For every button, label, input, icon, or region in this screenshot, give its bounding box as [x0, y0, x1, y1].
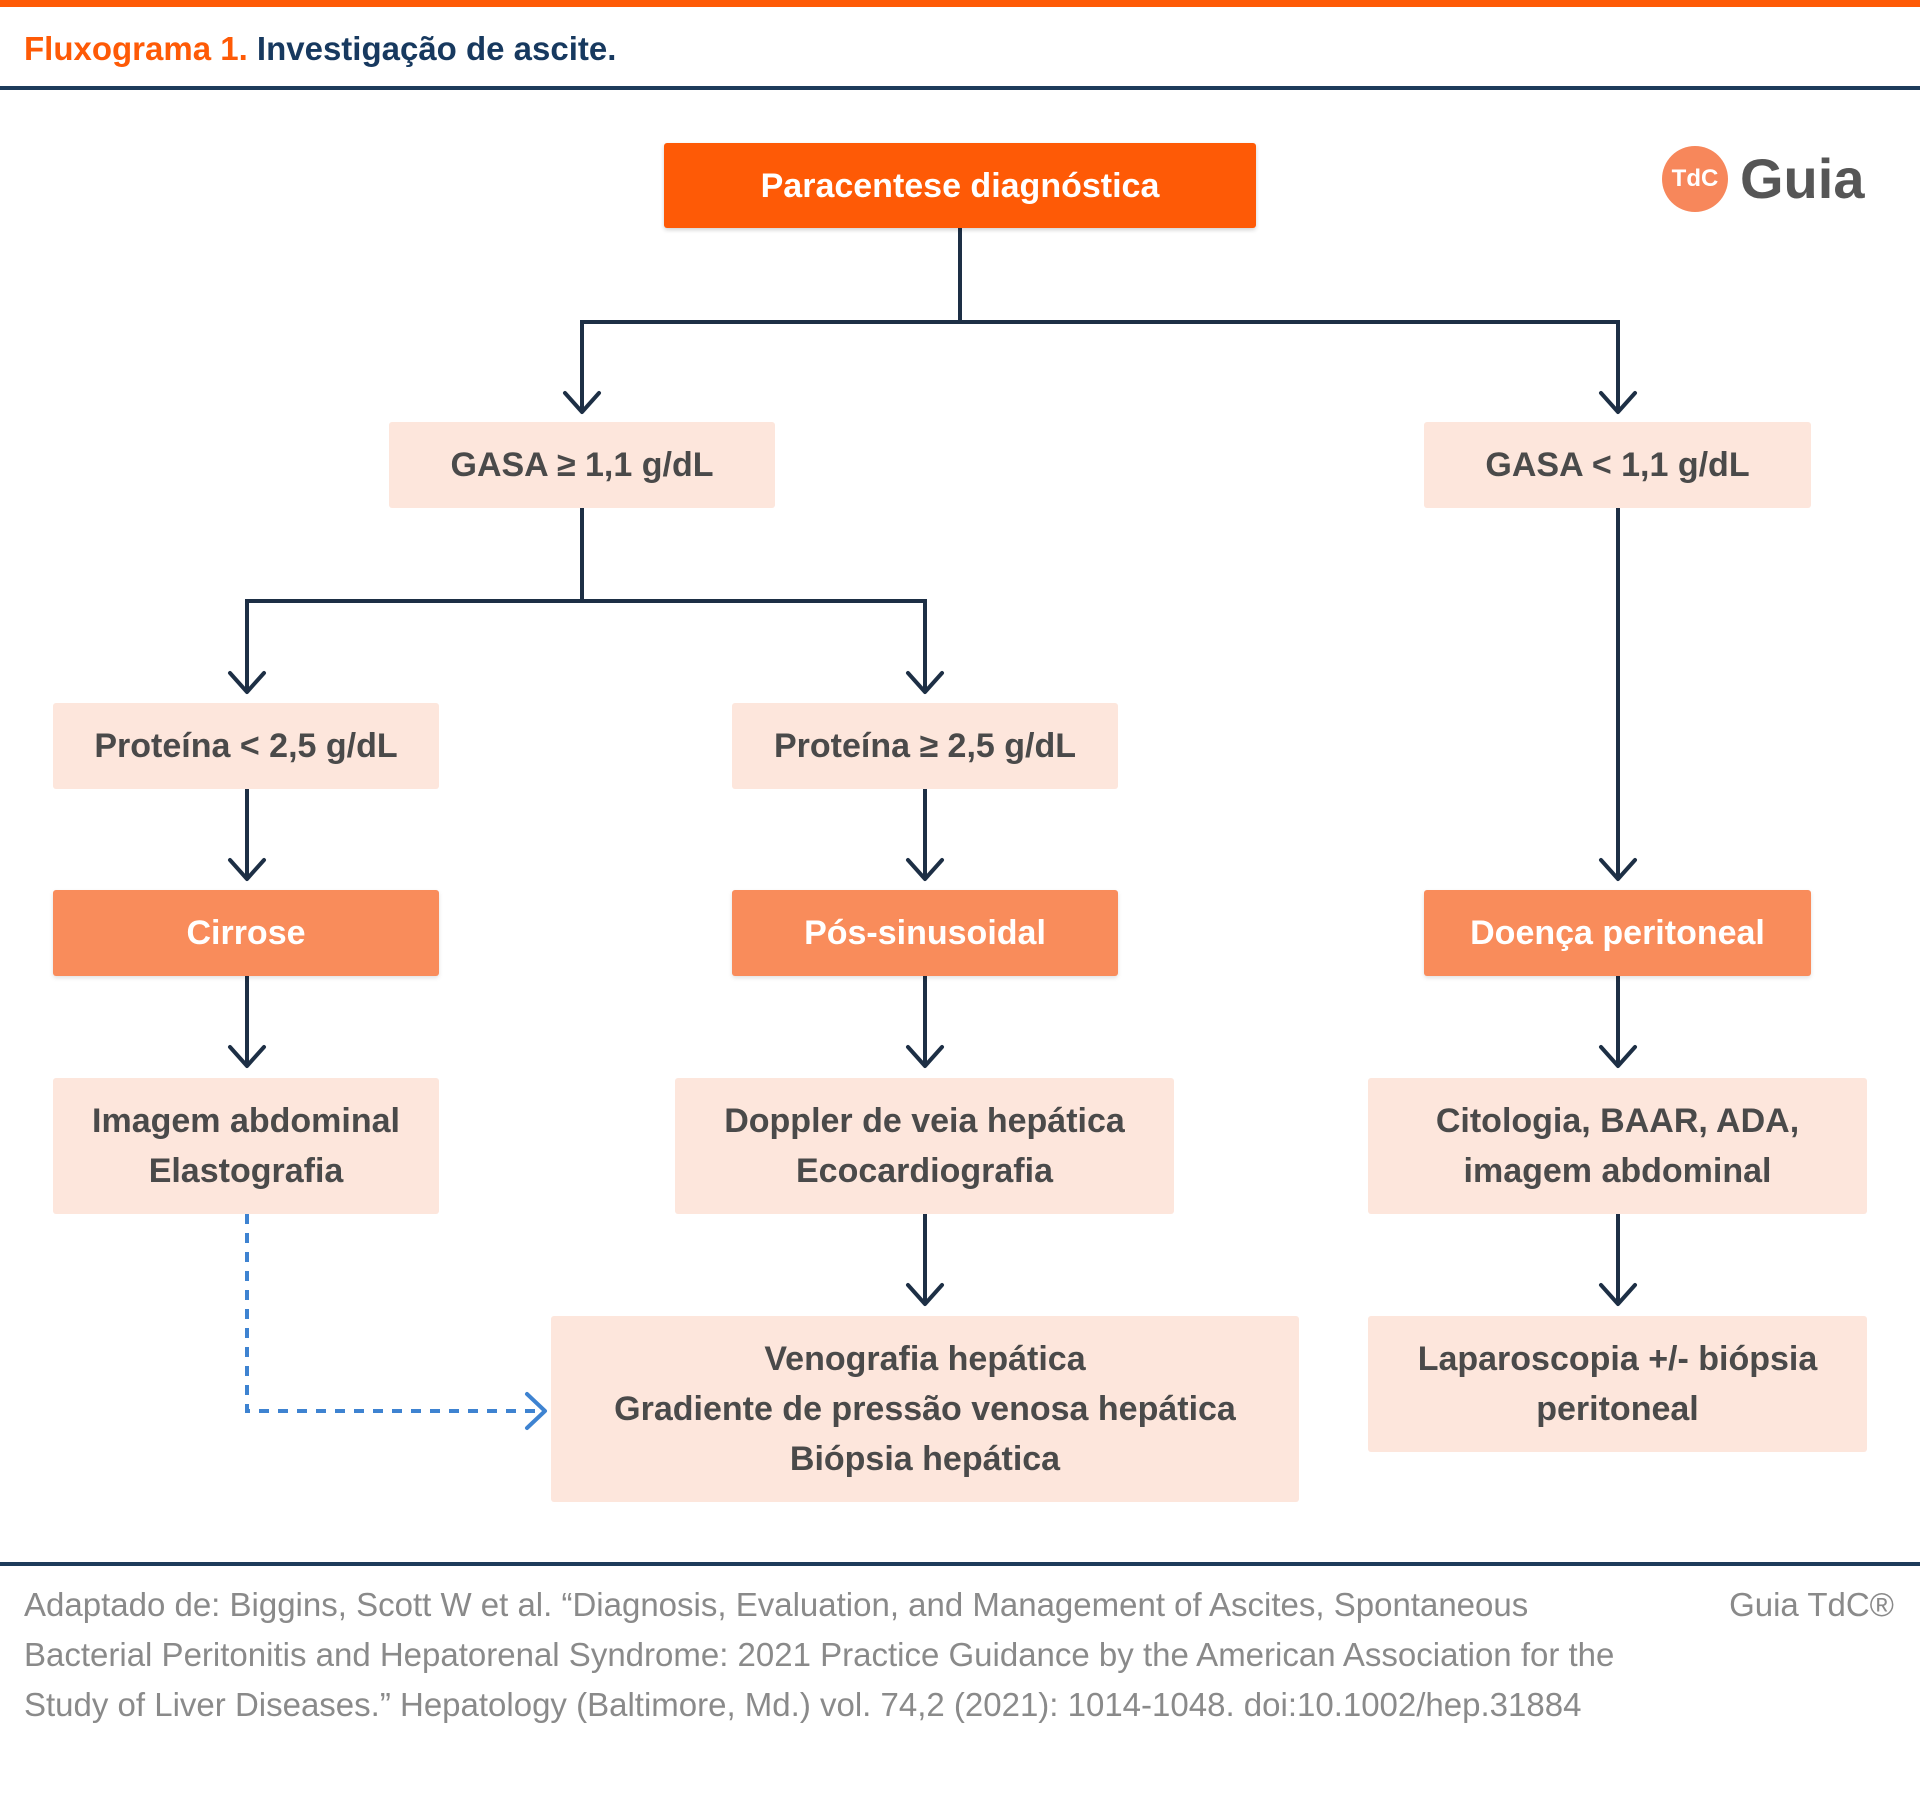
- edge-paracentese-gasa-high: [580, 228, 962, 410]
- node-label: GASA ≥ 1,1 g/dL: [450, 446, 714, 484]
- arrowhead: [906, 858, 944, 881]
- edge-paracentese-gasa-low: [960, 320, 1620, 410]
- footer-divider: [0, 1562, 1920, 1566]
- node-proteina-low: Proteína < 2,5 g/dL: [53, 703, 439, 789]
- node-label: Doença peritoneal: [1470, 914, 1765, 952]
- figure-title-text: Investigação de ascite.: [256, 30, 617, 67]
- arrowhead: [1599, 1283, 1637, 1306]
- footer-brand: Guia TdC®: [1729, 1586, 1894, 1623]
- arrowhead-dashed: [525, 1392, 547, 1430]
- edge-imagem-venografia-dashed: [245, 1214, 540, 1413]
- node-label-line: Doppler de veia hepática: [724, 1102, 1125, 1140]
- node-label: Proteína < 2,5 g/dL: [94, 727, 398, 765]
- arrowhead: [228, 1045, 266, 1068]
- node-label-line: Gradiente de pressão venosa hepática: [614, 1390, 1236, 1428]
- node-doppler: Doppler de veia hepática Ecocardiografia: [675, 1078, 1174, 1214]
- arrowhead: [1599, 1045, 1637, 1068]
- arrowhead: [906, 1045, 944, 1068]
- node-cirrose: Cirrose: [53, 890, 439, 976]
- node-label-line: Venografia hepática: [764, 1340, 1086, 1378]
- header-divider: [0, 86, 1920, 90]
- guia-tdc-logo: TdC Guia: [1662, 144, 1872, 214]
- node-label-line: Citologia, BAAR, ADA,: [1435, 1102, 1800, 1140]
- node-label-line: Elastografia: [148, 1152, 344, 1190]
- tdc-badge-icon: TdC: [1662, 146, 1728, 212]
- node-label: GASA < 1,1 g/dL: [1485, 446, 1750, 484]
- top-accent-bar: [0, 0, 1920, 7]
- arrowhead: [1599, 391, 1637, 414]
- node-laparoscopia: Laparoscopia +/- biópsia peritoneal: [1368, 1316, 1867, 1452]
- edge-gasa-high-protein-low: [245, 508, 584, 690]
- node-pos-sinusoidal: Pós-sinusoidal: [732, 890, 1118, 976]
- node-doenca-peritoneal: Doença peritoneal: [1424, 890, 1811, 976]
- arrowhead: [228, 858, 266, 881]
- arrowhead: [906, 1283, 944, 1306]
- node-label: Paracentese diagnóstica: [760, 166, 1160, 205]
- logo-wordmark: Guia: [1740, 147, 1865, 210]
- node-paracentese-diagnostica: Paracentese diagnóstica: [664, 143, 1256, 228]
- node-label-line: Biópsia hepática: [789, 1440, 1061, 1478]
- arrowhead: [228, 671, 266, 694]
- arrowhead: [906, 671, 944, 694]
- flowchart: Paracentese diagnóstica GASA ≥ 1,1 g/dL …: [53, 143, 1867, 1502]
- arrowhead: [1599, 858, 1637, 881]
- node-citologia: Citologia, BAAR, ADA, imagem abdominal: [1368, 1078, 1867, 1214]
- node-label-line: peritoneal: [1536, 1390, 1699, 1428]
- node-label: Pós-sinusoidal: [804, 914, 1046, 952]
- node-label-line: Imagem abdominal: [92, 1102, 400, 1140]
- edge-gasa-high-protein-high: [582, 599, 927, 690]
- node-gasa-low: GASA < 1,1 g/dL: [1424, 422, 1811, 508]
- node-proteina-high: Proteína ≥ 2,5 g/dL: [732, 703, 1118, 789]
- figure-title: Fluxograma 1. Investigação de ascite.: [24, 26, 616, 72]
- arrowhead: [563, 391, 601, 414]
- node-gasa-high: GASA ≥ 1,1 g/dL: [389, 422, 775, 508]
- flowchart-connectors: [228, 228, 1637, 1430]
- node-venografia: Venografia hepática Gradiente de pressão…: [551, 1316, 1299, 1502]
- node-label-line: imagem abdominal: [1463, 1152, 1772, 1190]
- source-citation: Adaptado de: Biggins, Scott W et al. “Di…: [24, 1586, 1615, 1723]
- node-label: Cirrose: [186, 914, 306, 952]
- node-label: Proteína ≥ 2,5 g/dL: [773, 727, 1077, 765]
- node-imagem-abdominal: Imagem abdominal Elastografia: [53, 1078, 439, 1214]
- node-label-line: Laparoscopia +/- biópsia: [1417, 1340, 1818, 1378]
- node-label-line: Ecocardiografia: [796, 1152, 1053, 1190]
- figure-title-prefix: Fluxograma 1.: [24, 30, 248, 67]
